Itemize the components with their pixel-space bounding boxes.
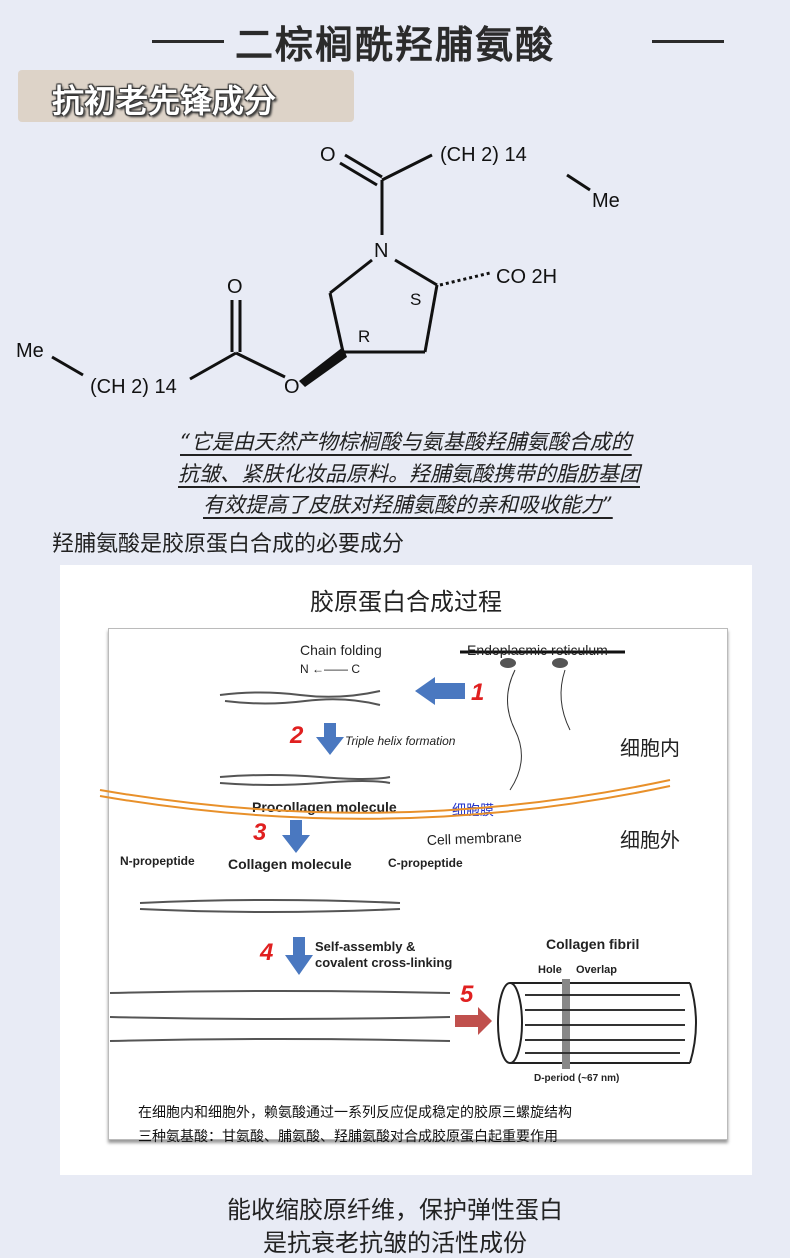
step-3: 3 bbox=[253, 819, 267, 846]
badge-label: 抗初老先锋成分 bbox=[52, 82, 277, 120]
atom-o-top: O bbox=[320, 144, 336, 166]
label-overlap: Overlap bbox=[576, 964, 617, 976]
title-dash-right bbox=[652, 40, 724, 43]
atom-o-ester: O bbox=[284, 376, 300, 398]
label-me-left: Me bbox=[16, 340, 44, 362]
step-1: 1 bbox=[471, 679, 484, 706]
page-title: 二棕榈酰羟脯氨酸 bbox=[234, 22, 555, 67]
collagen-diagram-panel bbox=[60, 565, 752, 1175]
molecule-structure: O (CH 2) 14 Me N S R CO 2H O O Me (CH 2)… bbox=[16, 144, 620, 398]
step-2: 2 bbox=[289, 722, 304, 749]
helix-strands bbox=[109, 690, 451, 1042]
title-dash-left bbox=[152, 40, 224, 43]
flow-arrows bbox=[282, 677, 465, 975]
quote-line-1: “它是由天然产物棕榈酸与氨基酸羟脯氨酸合成的 bbox=[180, 430, 632, 454]
badge: 抗初老先锋成分 bbox=[18, 70, 354, 122]
diagram-title: 胶原蛋白合成过程 bbox=[310, 588, 502, 616]
label-co2h: CO 2H bbox=[496, 266, 557, 288]
label-crosslinking: covalent cross-linking bbox=[315, 955, 452, 970]
label-c-propeptide: C-propeptide bbox=[388, 856, 463, 870]
atom-n: N bbox=[374, 240, 388, 262]
caption-line-1: 在细胞内和细胞外，赖氨酸通过一系列反应促成稳定的胶原三螺旋结构 bbox=[138, 1104, 572, 1120]
label-n-c: N ←—— C bbox=[300, 662, 360, 676]
label-d-period: D-period (~67 nm) bbox=[534, 1073, 619, 1084]
diagram-frame bbox=[108, 628, 728, 1140]
quote-line-3: 有效提高了皮肤对羟脯氨酸的亲和吸收能力” bbox=[203, 493, 613, 517]
label-ch2-top: (CH 2) 14 bbox=[440, 144, 527, 166]
atom-o-carbonyl: O bbox=[227, 276, 243, 298]
label-s: S bbox=[410, 290, 421, 309]
label-hole: Hole bbox=[538, 964, 562, 976]
label-chain-folding: Chain folding bbox=[300, 642, 382, 658]
label-self-assembly: Self-assembly & bbox=[315, 939, 415, 954]
collagen-synthesis-diagram: 胶原蛋白合成过程 Chain folding N ←—— C Endoplasm… bbox=[99, 588, 697, 1144]
caption-line-2: 三种氨基酸：甘氨酸、脯氨酸、羟脯氨酸对合成胶原蛋白起重要作用 bbox=[138, 1128, 558, 1144]
quote-line-2: 抗皱、紧肤化妆品原料。羟脯氨酸携带的脂肪基团 bbox=[178, 462, 640, 486]
label-r: R bbox=[358, 327, 370, 346]
collagen-fibril-drawing bbox=[497, 979, 697, 1069]
bottom-line-1: 能收缩胶原纤维，保护弹性蛋白 bbox=[227, 1196, 563, 1224]
label-me-top: Me bbox=[592, 190, 620, 212]
step-4: 4 bbox=[259, 939, 273, 966]
label-collagen-molecule: Collagen molecule bbox=[228, 856, 352, 872]
label-inside-cell: 细胞内 bbox=[620, 737, 680, 760]
bottom-line-2: 是抗衰老抗皱的活性成份 bbox=[263, 1229, 527, 1257]
label-n-propeptide: N-propeptide bbox=[120, 854, 195, 868]
label-collagen-fibril: Collagen fibril bbox=[546, 936, 639, 952]
step-5: 5 bbox=[460, 981, 474, 1008]
subtitle: 羟脯氨酸是胶原蛋白合成的必要成分 bbox=[52, 532, 405, 557]
label-ch2-left: (CH 2) 14 bbox=[90, 376, 177, 398]
label-outside-cell: 细胞外 bbox=[620, 829, 680, 852]
label-triple-helix: Triple helix formation bbox=[345, 734, 456, 748]
label-membrane-en: Cell membrane bbox=[427, 829, 523, 848]
label-er: Endoplasmic reticulum bbox=[467, 642, 608, 658]
